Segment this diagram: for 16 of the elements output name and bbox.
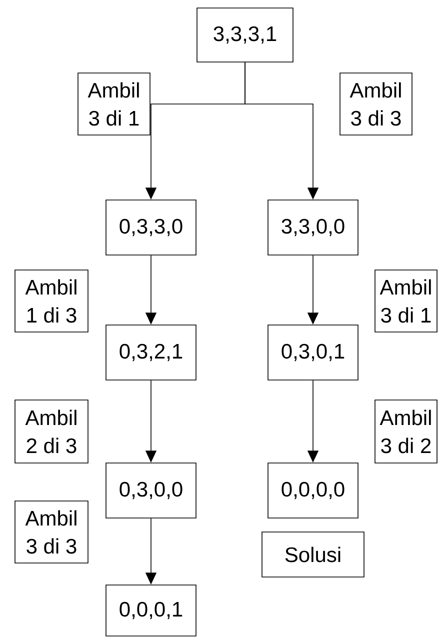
note-box: Ambil 1 di 3 [14,270,88,332]
step-box: 3,3,0,0 [268,200,358,256]
step-box: 0,3,0,0 [106,462,196,518]
step-box: 0,0,0,1 [106,584,196,636]
step-box: Solusi [262,532,364,578]
note-box: Ambil 3 di 1 [374,270,438,332]
note-box: Ambil 2 di 3 [14,400,88,464]
step-box: 3,3,3,1 [196,8,294,62]
step-box: 0,3,0,1 [268,324,358,380]
step-box: 0,3,2,1 [106,324,196,380]
step-box: 0,3,3,0 [106,200,196,256]
note-box: Ambil 3 di 2 [374,400,438,464]
note-box: Ambil 3 di 3 [340,72,412,136]
note-box: Ambil 3 di 3 [14,500,88,564]
step-box: 0,0,0,0 [268,462,358,518]
note-box: Ambil 3 di 1 [78,72,150,136]
